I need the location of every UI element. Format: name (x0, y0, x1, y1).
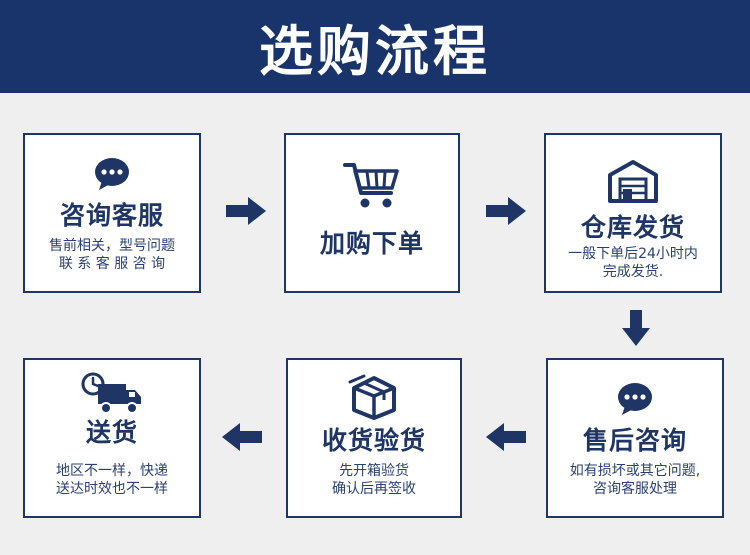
package-box-icon (348, 374, 396, 420)
step-card-inspect-delivery: 收货验货 先开箱验货 确认后再签收 (286, 358, 462, 518)
step-title: 加购下单 (319, 229, 424, 258)
step-title: 仓库发货 (580, 213, 685, 242)
step-desc-line2: 完成发货. (602, 264, 664, 280)
step-desc-line2: 联 系 客 服 咨 询 (58, 256, 166, 272)
step-desc-line1: 一般下单后24小时内 (568, 246, 698, 262)
shopping-cart-icon (343, 163, 399, 208)
step-title: 送货 (85, 418, 138, 447)
arrow-right-icon (226, 197, 266, 225)
chat-bubble-icon (618, 383, 652, 415)
step-desc-line2: 确认后再签收 (332, 481, 416, 497)
arrow-left-icon (486, 423, 526, 451)
arrow-right-icon (486, 197, 526, 225)
step-card-delivery: 送货 地区不一样，快递 送达时效也不一样 (23, 358, 201, 518)
chat-bubble-icon (95, 158, 129, 190)
step-desc-line1: 如有损坏或其它问题, (569, 463, 701, 479)
delivery-truck-icon (81, 372, 141, 414)
step-card-add-to-cart: 加购下单 (284, 133, 460, 293)
header-banner: 选购流程 (0, 0, 750, 93)
step-card-warehouse-ship: 仓库发货 一般下单后24小时内 完成发货. (544, 133, 722, 293)
step-desc-line1: 先开箱验货 (339, 463, 409, 479)
warehouse-icon (608, 160, 658, 203)
step-desc-line1: 地区不一样，快递 (56, 463, 168, 479)
step-desc-line2: 咨询客服处理 (593, 481, 677, 497)
step-desc-line2: 送达时效也不一样 (56, 481, 168, 497)
step-card-after-sales: 售后咨询 如有损坏或其它问题, 咨询客服处理 (546, 358, 724, 518)
step-title: 收货验货 (321, 426, 426, 455)
step-desc-line1: 售前相关，型号问题 (49, 238, 175, 254)
step-title: 咨询客服 (59, 201, 164, 230)
page-title: 选购流程 (259, 20, 491, 83)
arrow-left-icon (222, 423, 262, 451)
step-title: 售后咨询 (582, 426, 687, 455)
arrow-down-icon (622, 310, 650, 346)
step-card-consult: 咨询客服 售前相关，型号问题 联 系 客 服 咨 询 (23, 133, 201, 293)
